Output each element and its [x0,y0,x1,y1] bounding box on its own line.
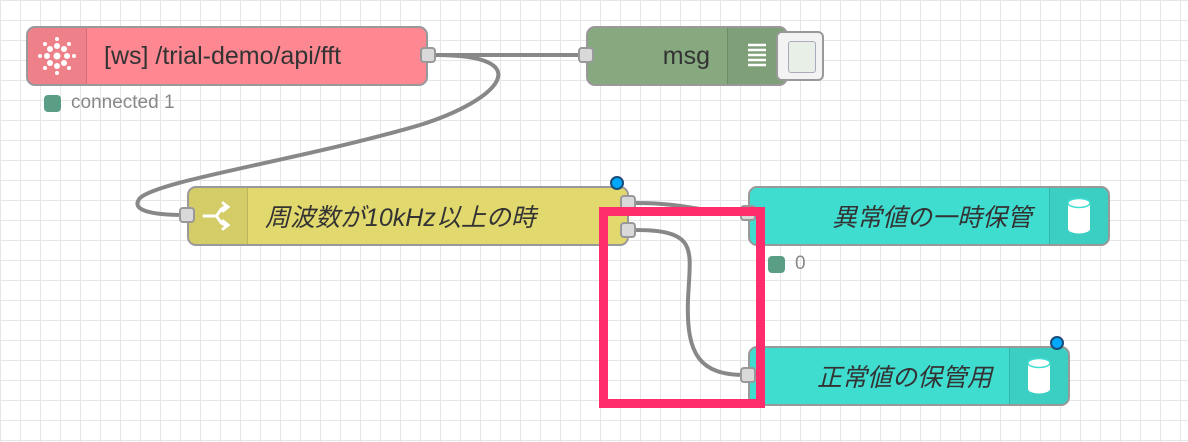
switch-input-port[interactable] [179,207,195,223]
status-dot-icon [768,255,785,273]
websocket-node-label: [ws] /trial-demo/api/fft [104,41,342,70]
database-icon [1049,188,1108,244]
database-icon [1009,348,1068,404]
wire-switch-to-normal[interactable] [634,228,746,377]
websocket-in-node[interactable]: [ws] /trial-demo/api/fft [26,26,428,86]
switch-changed-indicator [610,176,624,190]
abnormal-storage-status-text: 0 [795,253,806,274]
wire-ws-to-switch[interactable] [135,53,501,217]
debug-input-port[interactable] [578,47,594,63]
status-dot-icon [44,94,61,112]
switch-node-label: 周波数が10kHz以上の時 [265,204,536,232]
switch-icon [189,188,248,244]
abnormal-storage-status: 0 [768,253,806,275]
websocket-icon [28,28,87,84]
switch-node[interactable]: 周波数が10kHz以上の時 [187,186,629,246]
abnormal-storage-label: 異常値の一時保管 [831,204,1032,232]
normal-storage-label: 正常値の保管用 [816,364,992,392]
abnormal-storage-node[interactable]: 異常値の一時保管 [748,186,1110,246]
switch-output-port-2[interactable] [620,222,636,238]
debug-node-label: msg [662,41,710,70]
debug-node[interactable]: msg [586,26,788,86]
normal-storage-changed-indicator [1050,336,1064,350]
normal-storage-node[interactable]: 正常値の保管用 [748,346,1070,406]
highlight-annotation-box [599,207,765,408]
websocket-output-port[interactable] [420,47,436,63]
normal-storage-input-port[interactable] [740,367,756,383]
debug-toggle-button[interactable] [776,31,824,81]
websocket-status-text: connected 1 [71,92,175,113]
websocket-status: connected 1 [44,92,175,114]
